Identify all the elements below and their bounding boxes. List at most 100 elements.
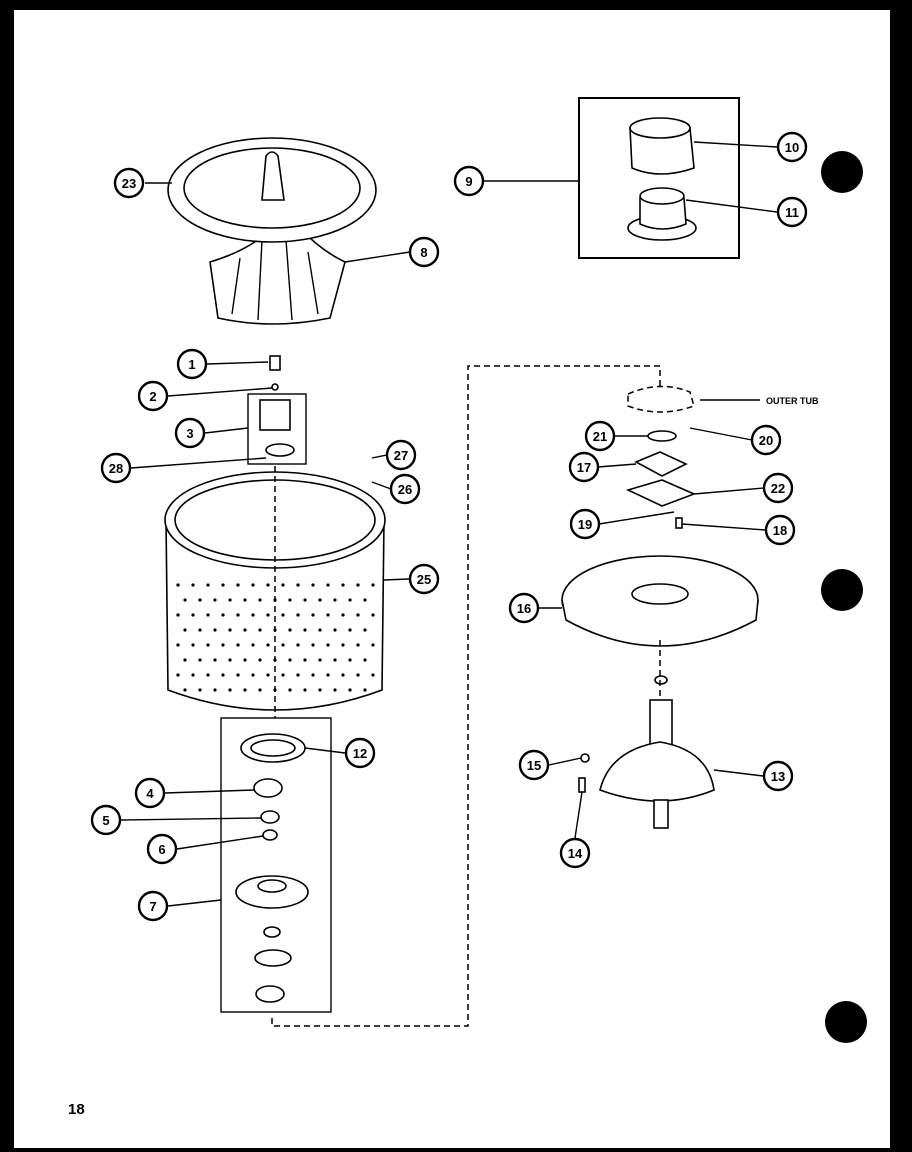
basket-perforation: [288, 598, 292, 602]
basket-perforation: [348, 658, 352, 662]
svg-text:10: 10: [785, 140, 799, 155]
basket-perforation: [318, 628, 322, 632]
callout-9: 9: [453, 165, 485, 197]
basket-perforation: [303, 658, 307, 662]
page-number: 18: [68, 1101, 85, 1118]
svg-text:7: 7: [149, 899, 156, 914]
basket-perforation: [303, 628, 307, 632]
basket-perforation: [198, 688, 202, 692]
svg-text:16: 16: [517, 601, 531, 616]
basket-perforation: [318, 658, 322, 662]
basket-perforation: [318, 598, 322, 602]
svg-text:12: 12: [353, 746, 367, 761]
basket-perforation: [356, 613, 360, 617]
svg-text:25: 25: [417, 572, 431, 587]
basket-perforation: [198, 658, 202, 662]
basket-perforation: [183, 598, 187, 602]
basket-perforation: [348, 598, 352, 602]
hub-assembly: [220, 717, 332, 1013]
callout-22: 22: [762, 472, 794, 504]
svg-text:22: 22: [771, 481, 785, 496]
svg-text:17: 17: [577, 460, 591, 475]
basket-perforation: [326, 583, 330, 587]
callout-13: 13: [762, 760, 794, 792]
svg-text:27: 27: [394, 448, 408, 463]
agitator-assembly: [167, 137, 377, 325]
svg-text:19: 19: [578, 517, 592, 532]
basket-perforation: [333, 598, 337, 602]
basket-perforation: [243, 658, 247, 662]
basket-perforation: [363, 598, 367, 602]
callout-20: 20: [750, 424, 782, 456]
basket-perforation: [356, 583, 360, 587]
basket-perforation: [318, 688, 322, 692]
callout-21: 21: [584, 420, 616, 452]
basket-perforation: [258, 628, 262, 632]
basket-perforation: [288, 688, 292, 692]
basket-perforation: [281, 673, 285, 677]
basket-perforation: [363, 628, 367, 632]
svg-text:15: 15: [527, 758, 541, 773]
callout-11: 11: [776, 196, 808, 228]
basket-perforation: [176, 673, 180, 677]
basket-perforation: [176, 613, 180, 617]
basket-perforation: [206, 613, 210, 617]
basket-perforation: [326, 673, 330, 677]
callout-4: 4: [134, 777, 166, 809]
basket-perforation: [213, 688, 217, 692]
basket-perforation: [243, 628, 247, 632]
svg-text:3: 3: [186, 426, 193, 441]
basket-perforation: [311, 643, 315, 647]
basket-perforation: [341, 673, 345, 677]
basket-perforation: [206, 583, 210, 587]
basket-perforation: [296, 673, 300, 677]
basket-perforation: [266, 673, 270, 677]
basket-perforation: [258, 598, 262, 602]
seal-kit-box: [578, 97, 740, 259]
svg-text:23: 23: [122, 176, 136, 191]
svg-text:4: 4: [146, 786, 154, 801]
basket-perforation: [183, 658, 187, 662]
basket-perforation: [341, 613, 345, 617]
basket-perforation: [243, 688, 247, 692]
basket-perforation: [236, 613, 240, 617]
basket-perforation: [266, 583, 270, 587]
binder-hole-middle: [821, 569, 863, 611]
basket-perforation: [221, 673, 225, 677]
basket-perforation: [221, 643, 225, 647]
callout-1: 1: [176, 348, 208, 380]
svg-text:20: 20: [759, 433, 773, 448]
basket-perforation: [303, 688, 307, 692]
basket-perforation: [228, 658, 232, 662]
svg-text:2: 2: [149, 389, 156, 404]
basket-perforation: [281, 613, 285, 617]
basket-perforation: [371, 673, 375, 677]
svg-text:11: 11: [785, 205, 799, 220]
spin-basket: [164, 471, 386, 711]
svg-text:1: 1: [188, 357, 195, 372]
basket-perforation: [206, 673, 210, 677]
callout-27: 27: [385, 439, 417, 471]
agitator-fasteners: [247, 355, 307, 465]
basket-perforation: [333, 688, 337, 692]
basket-perforation: [176, 643, 180, 647]
basket-perforation: [176, 583, 180, 587]
basket-perforation: [371, 613, 375, 617]
basket-perforation: [198, 598, 202, 602]
basket-perforation: [296, 613, 300, 617]
callout-28: 28: [100, 452, 132, 484]
callout-25: 25: [408, 563, 440, 595]
callout-14: 14: [559, 837, 591, 869]
callout-18: 18: [764, 514, 796, 546]
basket-perforation: [228, 628, 232, 632]
paper-sheet: [14, 10, 890, 1148]
basket-perforation: [221, 583, 225, 587]
svg-text:5: 5: [102, 813, 109, 828]
leader-lines: [120, 141, 778, 907]
basket-perforation: [296, 583, 300, 587]
basket-perforation: [243, 598, 247, 602]
svg-text:6: 6: [158, 842, 165, 857]
basket-perforation: [288, 658, 292, 662]
svg-text:28: 28: [109, 461, 123, 476]
